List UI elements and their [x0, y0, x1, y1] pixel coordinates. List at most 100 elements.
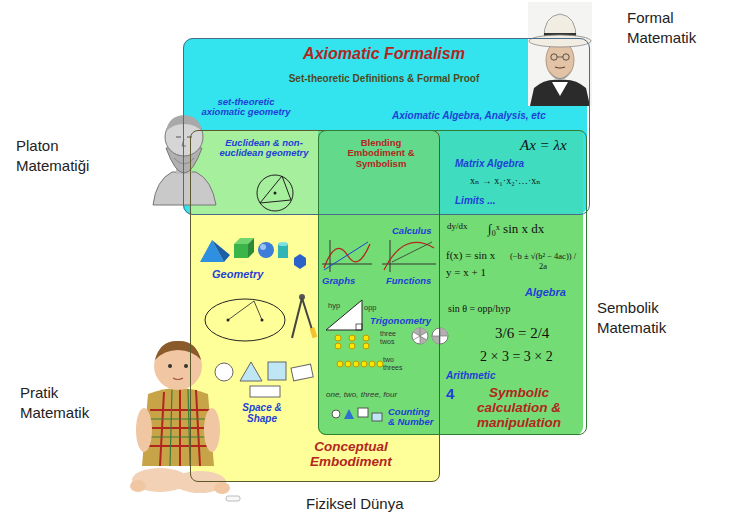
- baby-figure: [226, 496, 240, 501]
- baby-figure: [184, 364, 188, 368]
- solid-shapes: [294, 254, 306, 269]
- region-label: Blending Embodiment & Symbolism: [345, 138, 417, 169]
- label-slot: Axiomatic Algebra, Analysis, etc: [392, 110, 546, 121]
- plato-bust: [153, 115, 216, 205]
- euclid-circle-figure: [274, 192, 277, 195]
- counting-shapes: [372, 413, 382, 421]
- topic-label: Matrix Algebra: [455, 158, 524, 169]
- ellipse-figure: [205, 299, 285, 341]
- solid-shapes: [278, 242, 288, 246]
- solid-shapes: [258, 242, 274, 258]
- dot-caption: three twos: [380, 330, 410, 345]
- region-fills: [440, 130, 583, 215]
- counting-dots: [361, 361, 367, 367]
- region-title: Symbolic calculation & manipulation: [457, 386, 581, 431]
- counting-dots: [337, 361, 343, 367]
- graph-figures: [390, 240, 391, 272]
- formula: xₙ → x₁·x₂·…·xₙ: [470, 175, 541, 187]
- counting-shapes: [358, 408, 368, 417]
- flat-shapes: [215, 363, 233, 381]
- topic-label: Limits ...: [455, 195, 496, 206]
- compass-figure: [310, 327, 318, 338]
- region-fills: [318, 130, 583, 435]
- solid-shapes: [278, 244, 288, 258]
- label-slot: f(x) = sin x: [446, 249, 495, 262]
- ellipse-figure: [205, 299, 285, 341]
- text-slot: Set-theoretic Definitions & Formal Proof: [184, 73, 584, 85]
- formula: (−b ± √(b² − 4ac)) / 2a: [505, 252, 581, 272]
- graph-figures: [322, 264, 372, 265]
- count-words: one, two, three, four: [326, 391, 397, 400]
- topic-label: set-theoretic axiomatic geometry: [196, 97, 296, 118]
- label-slot: Fiziksel Dünya: [306, 494, 404, 514]
- label-slot: Calculus: [392, 226, 432, 236]
- baby-figure: [130, 480, 146, 492]
- formula: sin θ = opp/hyp: [448, 303, 510, 315]
- topic-label: Euclidean & non-euclidean geometry: [212, 138, 316, 159]
- graph-figures: [322, 240, 436, 272]
- side-label: hyp: [328, 302, 340, 310]
- counting-shapes: [344, 409, 354, 419]
- hilbert-portrait: [551, 54, 557, 60]
- label-slot: dy/dx: [447, 221, 468, 231]
- counting-dots: [363, 343, 369, 349]
- label-slot: Limits ...: [455, 195, 496, 206]
- hilbert-portrait: [552, 82, 568, 96]
- label-slot: two threes: [383, 356, 413, 371]
- euclid-circle-figure: [257, 175, 293, 211]
- solid-shapes: [234, 244, 248, 258]
- plato-bust: [153, 172, 216, 205]
- flat-shapes: [250, 386, 280, 397]
- ellipse-figure: [227, 319, 230, 322]
- counting-dots: [349, 335, 355, 341]
- label-slot: Pratik Matematik: [20, 383, 120, 424]
- hilbert-portrait: [528, 2, 592, 106]
- hilbert-portrait: [528, 2, 592, 106]
- label-slot: Graphs: [322, 276, 355, 286]
- counting-dots: [335, 335, 341, 341]
- flat-shapes: [240, 362, 262, 381]
- region-fills: [318, 130, 440, 215]
- baby-figure: [147, 389, 213, 466]
- topic-label: Algebra: [525, 286, 566, 298]
- text-slot: Conceptual Embodiment: [291, 440, 411, 470]
- solid-shapes: [212, 240, 230, 262]
- fraction-pies: [412, 328, 448, 344]
- label-slot: set-theoretic axiomatic geometry: [196, 97, 296, 118]
- label-slot: Sembolik Matematik: [597, 298, 707, 339]
- fraction-pies: [413, 328, 427, 344]
- flat-shapes: [291, 364, 313, 381]
- solid-shapes: [200, 238, 306, 269]
- world-label: Formal Matematik: [627, 8, 722, 49]
- formula: 2 × 3 = 3 × 2: [480, 349, 553, 365]
- flat-shapes: [268, 362, 286, 380]
- compass-figure: [292, 298, 302, 338]
- graph-figures: [392, 242, 432, 262]
- fraction-pies: [412, 328, 428, 344]
- counting-dots: [369, 361, 375, 367]
- graph-figures: [324, 244, 370, 268]
- fraction-pies: [432, 328, 448, 344]
- baby-figure: [168, 364, 172, 368]
- hilbert-portrait: [557, 57, 563, 58]
- counting-dots: [345, 361, 351, 367]
- world-label: Pratik Matematik: [20, 383, 120, 424]
- label-slot: 2 × 3 = 3 × 2: [480, 349, 553, 365]
- label-slot: ∫₀ˣ sin x dx: [488, 222, 544, 237]
- label-slot: three twos: [380, 330, 410, 345]
- counting-shapes: [332, 410, 340, 418]
- topic-label: Graphs: [322, 276, 355, 286]
- label-slot: 4: [446, 386, 454, 403]
- baby-figure: [136, 408, 152, 452]
- euclid-circle-figure: [257, 175, 293, 211]
- hilbert-portrait: [529, 35, 591, 47]
- baby-figure: [146, 388, 214, 466]
- dot-caption: two threes: [383, 356, 413, 371]
- trig-triangle: [326, 300, 362, 330]
- formula: ∫₀ˣ sin x dx: [488, 222, 544, 237]
- label-slot: Space & Shape: [237, 402, 287, 424]
- region-fills: [183, 38, 587, 215]
- topic-label: Trigonometry: [370, 316, 431, 326]
- baby-figure: [204, 408, 220, 452]
- fraction-pies: [413, 328, 427, 344]
